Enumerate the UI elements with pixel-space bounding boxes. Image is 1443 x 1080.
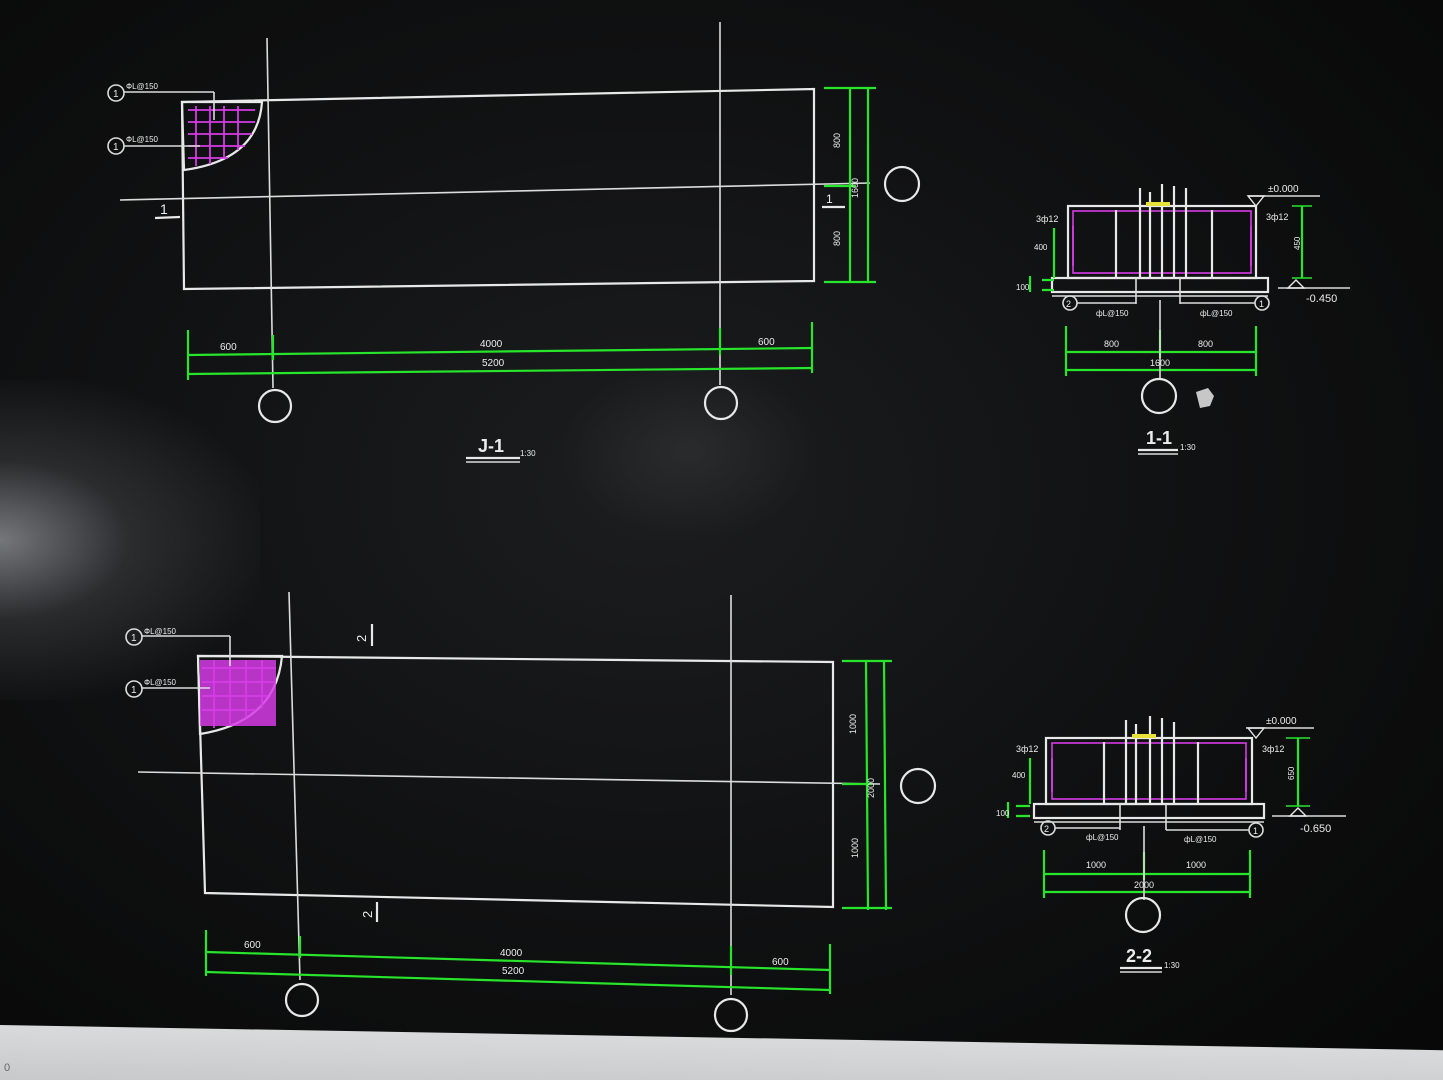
plan-j1-dim-vert-top: 800 (832, 133, 842, 148)
plan-j2-callout-num-top: 1 (131, 633, 137, 644)
section-22-dim-side: 400 (1012, 771, 1026, 780)
plan-j1-callout-num-top: 1 (113, 89, 119, 100)
plan-j2-dim-left: 600 (244, 940, 261, 951)
plan-j2-callout-num-mid: 1 (131, 685, 137, 696)
section-22-rebar-right: фL@150 (1184, 835, 1217, 844)
pointer-icon (1196, 388, 1214, 408)
section-11-label-right: 3ф12 (1266, 212, 1288, 222)
plan-j2-dims-horizontal: 600 4000 600 5200 (204, 930, 832, 994)
plan-j2[interactable]: 1 ФL@150 1 ФL@150 2 2 600 4000 600 5200 (125, 591, 937, 1033)
plan-j2-axis-bubble-b[interactable] (713, 997, 749, 1033)
plan-j2-centerline-h (137, 771, 881, 785)
section-22-rebar-left: фL@150 (1086, 833, 1119, 842)
plan-j1-rebar-detail (180, 100, 264, 172)
section-11-dim-height: 450 (1293, 236, 1302, 250)
section-22-callout-left: 2 (1044, 824, 1049, 834)
plan-j1-dims-horizontal: 600 4000 600 5200 (186, 322, 814, 380)
section-11-scale: 1:30 (1180, 443, 1196, 452)
plan-j2-section-mark-bot: 2 (360, 911, 375, 918)
plan-j2-callout-bubble-mid[interactable] (125, 680, 143, 698)
section-22-label-right: 3ф12 (1262, 744, 1284, 754)
plan-j1-dim-vert-total: 1600 (850, 178, 860, 198)
section-22-anchor (1132, 734, 1156, 738)
plan-j2-outline (196, 654, 835, 909)
plan-j1-dim-middle: 4000 (480, 339, 503, 350)
section-11-dim-right: 800 (1198, 339, 1213, 349)
plan-j2-rebar-detail (196, 654, 284, 736)
plan-j2-dim-total: 5200 (502, 966, 525, 977)
plan-j1-dims-vertical: 800 800 1600 (824, 86, 876, 284)
section-22-dim-left: 1000 (1086, 860, 1106, 870)
section-11-callout-right: 1 (1259, 299, 1264, 309)
plan-j1-axis-bubble-c[interactable] (883, 165, 921, 203)
plan-j1-section-tick (154, 215, 181, 220)
plan-j1[interactable]: 1 ФL@150 1 ФL@150 1 1 600 4000 600 (107, 22, 921, 463)
plan-j1-dim-total: 5200 (482, 358, 505, 369)
section-22-scale: 1:30 (1164, 961, 1180, 970)
section-22-dim-base: 100 (996, 809, 1010, 818)
plan-j1-callout-num-mid: 1 (113, 142, 119, 153)
plan-j1-dim-right: 600 (758, 337, 775, 348)
plan-j2-axis-bubble-c[interactable] (899, 767, 937, 805)
plan-j2-dim-right: 600 (772, 957, 789, 968)
section-11-elev-bottom: -0.450 (1306, 293, 1337, 305)
plan-j1-axis-a (266, 37, 274, 389)
section-22[interactable]: 2 фL@150 1 фL@150 3ф12 3ф12 ±0.000 -0.65… (996, 716, 1346, 973)
plan-j2-callout-bubble-top[interactable] (125, 628, 143, 646)
section-11-dim-left: 800 (1104, 339, 1119, 349)
plan-j1-callout-text-top: ФL@150 (126, 82, 159, 91)
plan-j2-dim-vert-bot: 1000 (850, 838, 860, 858)
section-11-label-left: 3ф12 (1036, 214, 1058, 224)
plan-j2-callout-text-mid: ФL@150 (144, 678, 177, 687)
plan-j1-dim-left: 600 (220, 342, 237, 353)
section-22-base (1032, 802, 1266, 820)
section-11-title: 1-1 (1146, 428, 1172, 448)
section-22-dim-height: 650 (1287, 766, 1296, 780)
section-11-base (1050, 276, 1270, 294)
section-22-elev-bottom: -0.650 (1300, 823, 1331, 835)
plan-j1-centerline-h (119, 182, 871, 201)
plan-j2-dim-middle: 4000 (500, 948, 523, 959)
plan-j1-dim-vert-bot: 800 (832, 231, 842, 246)
plan-j2-dims-vertical: 1000 1000 2000 (842, 659, 892, 911)
section-22-title: 2-2 (1126, 946, 1152, 966)
section-11-rebar-right: фL@150 (1200, 309, 1233, 318)
section-11-rebar-left: фL@150 (1096, 309, 1129, 318)
section-11-dim-side: 400 (1034, 243, 1048, 252)
section-11-axis-bubble[interactable] (1140, 377, 1178, 415)
plan-j1-axis-bubble-b[interactable] (703, 385, 739, 421)
section-11-anchor (1146, 202, 1170, 206)
plan-j1-callout-text-mid: ФL@150 (126, 135, 159, 144)
plan-j2-axis-a (288, 591, 301, 981)
plan-j2-dim-vert-total: 2000 (866, 778, 876, 798)
section-11-callout-left: 2 (1066, 299, 1071, 309)
section-22-dim-right: 1000 (1186, 860, 1206, 870)
section-22-axis-bubble[interactable] (1124, 896, 1162, 934)
plan-j1-title: J-1 (478, 436, 504, 456)
plan-j1-section-mark: 1 (160, 201, 168, 217)
plan-j1-outline (180, 87, 816, 291)
section-22-label-left: 3ф12 (1016, 744, 1038, 754)
section-11[interactable]: 2 фL@150 1 фL@150 3ф12 3ф12 ±0.000 -0.45… (1016, 184, 1350, 455)
plan-j2-axis-bubble-a[interactable] (284, 982, 320, 1018)
status-text: 0 (4, 1062, 11, 1074)
plan-j2-callout-text-top: ФL@150 (144, 627, 177, 636)
plan-j1-section-mark-right: 1 (826, 192, 833, 206)
plan-j1-scale: 1:30 (520, 449, 536, 458)
section-11-dim-base: 100 (1016, 283, 1030, 292)
section-22-callout-right: 1 (1253, 826, 1258, 836)
section-11-elev-top: ±0.000 (1268, 184, 1299, 195)
plan-j1-axis-bubble-a[interactable] (257, 388, 293, 424)
plan-j1-callout-bubble-top[interactable] (107, 84, 125, 102)
plan-j1-callout-bubble-mid[interactable] (107, 137, 125, 155)
plan-j2-dim-vert-top: 1000 (848, 714, 858, 734)
plan-j2-section-mark-top: 2 (354, 635, 369, 642)
section-22-elev-top: ±0.000 (1266, 716, 1297, 727)
